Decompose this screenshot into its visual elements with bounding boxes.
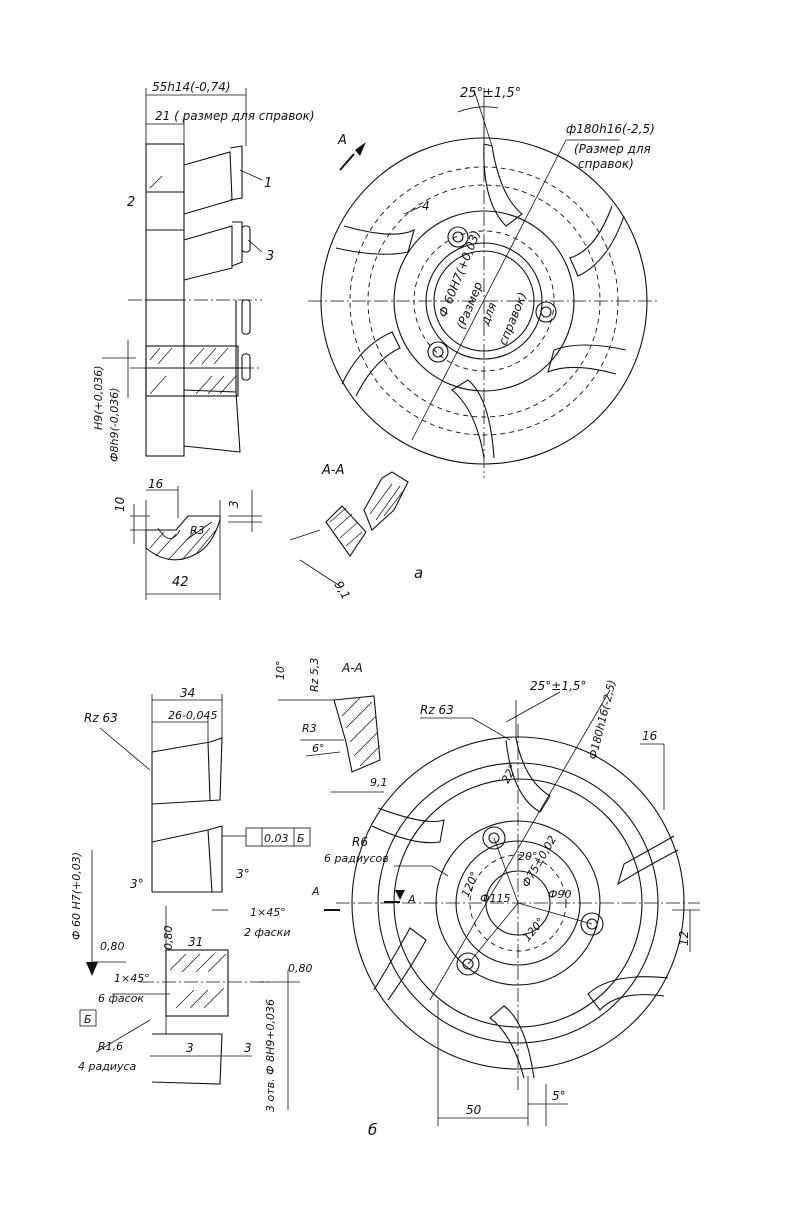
fig-b-rough-080-a: 0,80 (100, 940, 125, 953)
fig-b-section-aa (278, 695, 384, 793)
fig-a-tooth-42: 42 (172, 575, 189, 590)
fig-a-section-dim: 9,1 (331, 579, 353, 603)
fig-b-r6-note: 6 радиусов (324, 852, 389, 865)
fig-a-outer-dia-note-1: (Размер для (574, 142, 651, 156)
fig-b-rough-080-c: 0,80 (288, 962, 313, 975)
fig-b-sect-rough: Rz 5,3 (308, 658, 321, 692)
fig-b-angle-3-left: 3° (130, 877, 144, 891)
fig-a-pin-fit-lower: Ф8h9(-0,036) (108, 388, 121, 462)
fig-b-flutes (371, 737, 679, 1079)
fig-b-dim-16: 16 (642, 729, 658, 743)
fig-b-angle-120-a: 120° (459, 870, 482, 899)
fig-b-sect-angle-6: 6° (312, 742, 325, 755)
fig-b-dia-115: Ф115 (480, 892, 510, 905)
fig-b-dia-90: Ф90 (548, 888, 571, 901)
fig-a-label-4: 4 (422, 199, 430, 213)
fig-b-mark-a-1: А (311, 885, 320, 898)
fig-a-bore-3: для (477, 300, 499, 328)
fig-a-section-title: А-А (321, 463, 344, 478)
fig-b-base-letter: Б (84, 1013, 92, 1026)
fig-b-chamfer-1-note: 2 фаски (244, 926, 290, 939)
fig-a-side-view (102, 88, 263, 457)
fig-a-front-view (308, 88, 660, 478)
fig-a-angle-tol: 25°±1,5° (460, 86, 521, 101)
fig-b-dim-3-b: 3 (244, 1041, 252, 1055)
fig-a-tooth-profile (130, 486, 262, 600)
fig-b-angle-120-b: 120° (520, 915, 547, 944)
fig-b-radius-16: R1,6 (98, 1040, 123, 1053)
fig-a-tooth-r3: R3 (190, 524, 205, 537)
fig-b-side-view (86, 694, 311, 1110)
fig-a-tooth-10: 10 (113, 496, 127, 512)
fig-b-front-view (324, 689, 700, 1126)
fig-b-r6: R6 (352, 835, 368, 849)
hub-hatching (149, 347, 237, 395)
fig-b-chamfer-2: 1×45° (114, 972, 150, 985)
fig-b-hub-hatching (169, 953, 227, 1009)
fig-a-callout-3: 3 (266, 249, 274, 264)
fig-b-angle-22: 22° (499, 762, 520, 785)
fig-a-letter: а (414, 564, 423, 582)
fig-b-dim-3-a: 3 (186, 1041, 194, 1055)
fig-b-bore-fit: Ф 60 H7(+0,03) (70, 852, 83, 940)
fig-b-angle-20: 20° (518, 850, 538, 863)
fig-b-letter: б (368, 1121, 377, 1139)
fig-b-dim-26: 26-0,045 (168, 709, 217, 722)
fig-a-flutes (335, 143, 627, 459)
fig-b-dim-34: 34 (180, 686, 195, 700)
fig-b-rough-front: Rz 63 (420, 703, 454, 717)
fig-a-dim-width-total: 55h14(-0,74) (152, 80, 231, 94)
fig-a-section-aa (289, 471, 409, 587)
fig-b-rough-side: Rz 63 (84, 711, 118, 725)
fig-b-base-frame (79, 1009, 97, 1027)
fig-a-callout-2: 2 (127, 195, 135, 210)
fig-b-outer-dia: Ф180h16(-2,5) (586, 679, 618, 761)
fig-b-chamfer-1: 1×45° (250, 906, 286, 919)
fig-b-dim-12: 12 (677, 931, 691, 946)
fig-b-angle-5: 5° (552, 1089, 566, 1103)
fig-b-angle-3-right: 3° (236, 867, 250, 881)
fig-b-sect-r3: R3 (302, 722, 317, 735)
fig-b-runout-value: 0,03 (264, 832, 289, 845)
fig-b-rough-080-b: 0,80 (162, 926, 175, 951)
fig-b-holes: 3 отв. Ф 8H9+0,036 (264, 999, 277, 1112)
fig-a-bore-4: справок) (496, 290, 530, 347)
fig-a-dim-width-ref: 21 ( размер для справок) (155, 109, 315, 123)
fig-a-outer-dia-note-2: справок) (578, 157, 634, 171)
fig-b-dim-50: 50 (466, 1103, 482, 1117)
fig-b-mark-a-2: А (407, 893, 416, 906)
fig-b-runout-base: Б (297, 832, 305, 845)
fig-b-dim-31: 31 (188, 935, 203, 949)
fig-a-callout-1: 1 (264, 176, 272, 191)
fig-a-tooth-16: 16 (148, 477, 164, 491)
fig-b-chamfer-2-note: 6 фасок (98, 992, 144, 1005)
fig-a-tooth-3: 3 (227, 500, 241, 508)
fig-a-pin-fit-upper: H9(+0,036) (92, 365, 105, 430)
fig-b-angle-tol: 25°±1,5° (530, 679, 586, 693)
fig-a-section-mark: А (337, 133, 347, 148)
fig-b-sect-title: А-А (341, 661, 363, 675)
fig-b-sect-angle-10: 10° (274, 661, 287, 681)
fig-b-sect-dim-91: 9,1 (370, 776, 388, 789)
fig-a-outer-dia: ф180h16(-2,5) (566, 122, 655, 136)
fig-b-radius-16-note: 4 радиуса (78, 1060, 137, 1073)
